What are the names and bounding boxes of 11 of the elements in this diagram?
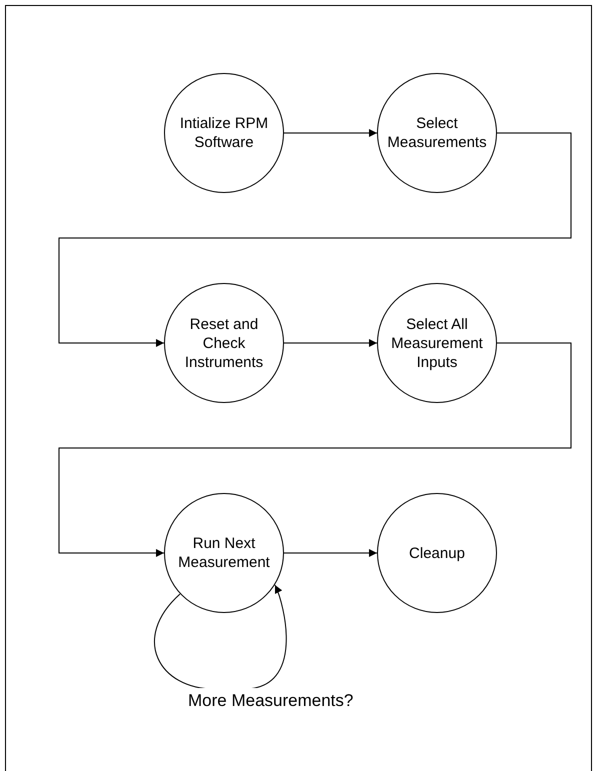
node-label: Select Measurements — [387, 114, 487, 152]
node-label: Select All Measurement Inputs — [390, 314, 484, 372]
arrow — [58, 132, 572, 347]
node-label: Run Next Measurement — [177, 534, 271, 572]
node-label: Intialize RPM Software — [178, 114, 270, 152]
arrow — [58, 342, 572, 557]
node-label: Reset and Check Instruments — [184, 314, 264, 372]
arrow — [284, 129, 378, 137]
arrow — [284, 339, 378, 347]
arrow — [284, 549, 378, 557]
node-label: Cleanup — [409, 544, 465, 562]
